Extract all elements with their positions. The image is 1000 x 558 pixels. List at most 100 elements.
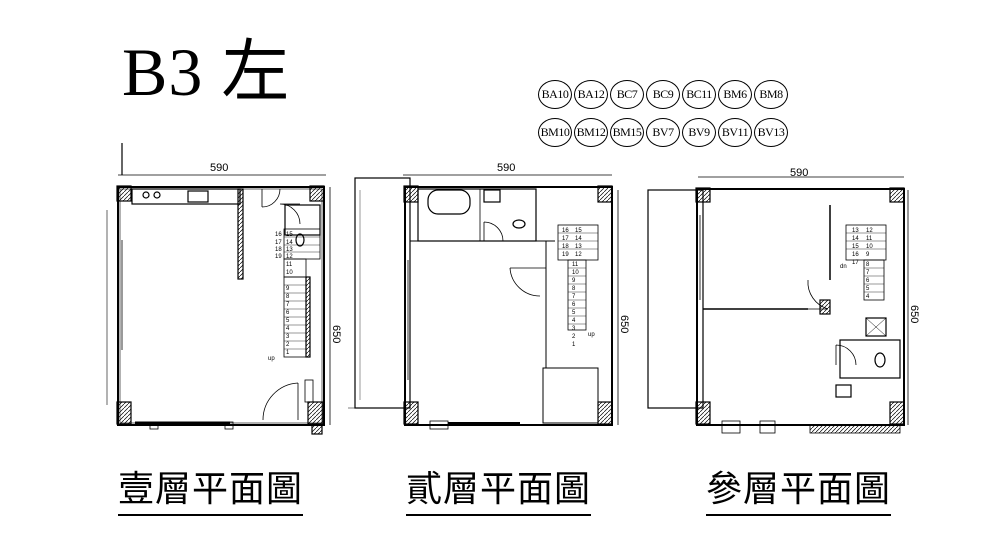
column	[309, 185, 325, 202]
column	[889, 187, 905, 203]
floor-3-plan: 590 650 13 14 15 16 17 12	[647, 167, 920, 434]
wall-pier	[819, 299, 831, 315]
door-swing	[483, 221, 504, 242]
width-dimension: 590	[790, 167, 808, 179]
stair-step-number: 7	[866, 270, 870, 276]
unit-code-legend: BA10 BA12 BC7 BC9 BC11 BM6 BM8 BM10 BM12…	[538, 80, 803, 156]
stair-step-number: 14	[286, 240, 293, 246]
stair-step-number: 16	[275, 232, 282, 238]
door-swing	[835, 344, 857, 366]
sink	[187, 190, 209, 203]
window-frame	[429, 420, 449, 430]
stair-lower-flight	[863, 259, 885, 301]
unit-code-tag: BM8	[754, 80, 788, 109]
stair-step-number: 14	[852, 236, 859, 242]
unit-code-tag: BA12	[574, 80, 608, 109]
door-swing	[279, 203, 301, 225]
stair-step-numbers: 16 17 18 19 15 14 13 12 11 10 9 8 7 6 5 …	[562, 228, 595, 348]
stair-step-number: 5	[286, 318, 290, 324]
unit-code-tag: BC7	[610, 80, 644, 109]
toilet	[512, 219, 526, 229]
stair-step-number: 1	[572, 342, 576, 348]
window-mullion	[149, 421, 159, 430]
unit-code-row-1: BA10 BA12 BC7 BC9 BC11 BM6 BM8	[538, 80, 803, 109]
column	[116, 401, 132, 425]
drawing-title: B3 左	[122, 34, 291, 110]
door-frame	[304, 379, 314, 403]
stair-step-number: 19	[275, 254, 282, 260]
stair-step-number: 10	[286, 270, 293, 276]
stair-step-number: 6	[866, 278, 870, 284]
stair-step-number: 19	[562, 252, 569, 258]
toilet	[295, 233, 305, 247]
stair-step-number: 5	[866, 286, 870, 292]
bathroom	[417, 188, 537, 242]
stair-step-number: 7	[572, 294, 576, 300]
floor-2-plan: 590 650	[348, 162, 630, 430]
stair-step-number: 15	[286, 232, 293, 238]
window-frame	[721, 420, 741, 434]
stair-step-number: 2	[286, 342, 290, 348]
outer-wall	[117, 186, 325, 426]
column	[889, 401, 905, 425]
column	[695, 187, 711, 203]
door-swing	[509, 267, 546, 297]
stair-step-number: 13	[286, 247, 293, 253]
unit-code-tag: BC9	[646, 80, 680, 109]
floor-3-label: 參層平面圖	[706, 472, 892, 516]
depth-dimension: 650	[908, 305, 920, 323]
stair-step-number: 17	[275, 240, 282, 246]
stair-step-number: 11	[286, 262, 293, 268]
stove-burner	[153, 191, 161, 199]
stair-step-number: 6	[572, 302, 576, 308]
stair-step-number: 8	[286, 294, 290, 300]
stair-wall	[305, 276, 311, 358]
unit-code-tag: BC11	[682, 80, 716, 109]
door-swing	[261, 188, 281, 208]
storage-room	[542, 367, 599, 424]
stove-burner	[142, 191, 150, 199]
unit-code-row-2: BM10 BM12 BM15 BV7 BV9 BV11 BV13	[538, 118, 803, 147]
bathtub	[427, 189, 471, 215]
floor-1-plan: 590 650	[106, 143, 342, 435]
toilet	[874, 352, 886, 368]
stair-step-number: 9	[866, 252, 870, 258]
depth-dimension: 650	[618, 315, 630, 333]
balcony	[354, 177, 411, 409]
inner-wall-line	[119, 188, 323, 424]
outer-wall	[404, 186, 613, 426]
unit-code-tag: BM12	[574, 118, 608, 147]
stair-step-number: 8	[866, 262, 870, 268]
stair-step-number: 17	[562, 236, 569, 242]
column	[695, 401, 711, 425]
stair-direction-note: dn	[840, 264, 847, 270]
column	[116, 185, 132, 202]
stair-step-number: 17	[852, 260, 859, 266]
stair-lower-flight	[567, 259, 587, 331]
width-dimension: 590	[497, 162, 515, 174]
column	[597, 185, 613, 203]
stair-treads	[558, 232, 598, 325]
stair-direction-note: up	[588, 332, 595, 338]
unit-code-tag: BV7	[646, 118, 680, 147]
stair-step-number: 13	[852, 228, 859, 234]
stair-step-number: 9	[572, 278, 576, 284]
column	[403, 401, 419, 425]
stair-step-number: 18	[275, 247, 282, 253]
stair-step-number: 3	[286, 334, 290, 340]
unit-code-tag: BV13	[754, 118, 788, 147]
depth-dimension: 650	[330, 325, 342, 343]
stair-treads	[284, 236, 320, 350]
unit-code-tag: BV9	[682, 118, 716, 147]
width-dimension: 590	[210, 162, 228, 174]
interior-wall	[237, 188, 244, 280]
stair-step-number: 18	[562, 244, 569, 250]
stair-step-number: 1	[286, 350, 290, 356]
stair-step-numbers: 16 17 18 19 15 14 13 12 11 10 9 8 7 6 5 …	[268, 232, 293, 362]
window-frame	[759, 420, 776, 434]
stair-step-number: 6	[286, 310, 290, 316]
stair-step-number: 15	[852, 244, 859, 250]
stair-direction-note: up	[268, 356, 275, 362]
wash-basin	[835, 384, 852, 398]
